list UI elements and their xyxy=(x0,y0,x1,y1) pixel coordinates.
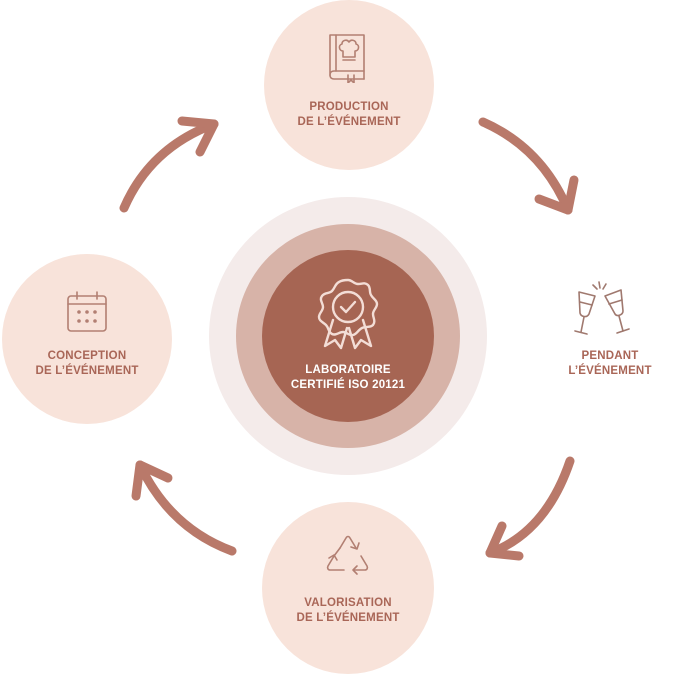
node-production: PRODUCTION DE L’ÉVÉNEMENT xyxy=(264,0,434,170)
node-valorisation-line1: VALORISATION xyxy=(304,597,392,609)
node-conception-line1: CONCEPTION xyxy=(47,350,127,362)
arrow-head-top-left xyxy=(177,116,219,157)
arrow-pendant-to-valorisation xyxy=(485,456,575,558)
arrow-valorisation-to-conception xyxy=(135,460,237,556)
arrow-head-top-right xyxy=(534,175,579,215)
arrow-head-bottom-right xyxy=(485,521,524,561)
center-certification: LABORATOIRE CERTIFIÉ ISO 20121 xyxy=(262,250,434,422)
node-production-line1: PRODUCTION xyxy=(309,101,389,113)
node-valorisation-label: VALORISATION DE L’ÉVÉNEMENT xyxy=(262,596,434,626)
node-production-line2: DE L’ÉVÉNEMENT xyxy=(297,116,401,128)
arrow-conception-to-production xyxy=(119,119,219,213)
node-valorisation: VALORISATION DE L’ÉVÉNEMENT xyxy=(262,502,434,674)
center-label: LABORATOIRE CERTIFIÉ ISO 20121 xyxy=(262,363,434,393)
arrow-production-to-pendant xyxy=(478,117,573,215)
node-valorisation-line2: DE L’ÉVÉNEMENT xyxy=(296,612,400,624)
center-label-line2: CERTIFIÉ ISO 20121 xyxy=(290,379,406,391)
node-production-label: PRODUCTION DE L’ÉVÉNEMENT xyxy=(264,100,434,130)
node-pendant-line2: L’ÉVÉNEMENT xyxy=(568,365,652,377)
chef-book-icon xyxy=(329,34,365,83)
certified-badge-icon xyxy=(317,278,379,350)
champagne-toast-icon xyxy=(574,281,630,335)
node-conception: CONCEPTION DE L’ÉVÉNEMENT xyxy=(2,254,172,424)
calendar-icon xyxy=(67,291,107,332)
node-conception-line2: DE L’ÉVÉNEMENT xyxy=(35,365,139,377)
arrow-head-bottom-left xyxy=(131,460,173,501)
node-pendant-line1: PENDANT xyxy=(581,350,639,362)
node-pendant-label: PENDANT L’ÉVÉNEMENT xyxy=(545,349,675,379)
recycle-icon xyxy=(326,535,369,575)
center-label-line1: LABORATOIRE xyxy=(305,364,391,376)
node-conception-label: CONCEPTION DE L’ÉVÉNEMENT xyxy=(2,349,172,379)
